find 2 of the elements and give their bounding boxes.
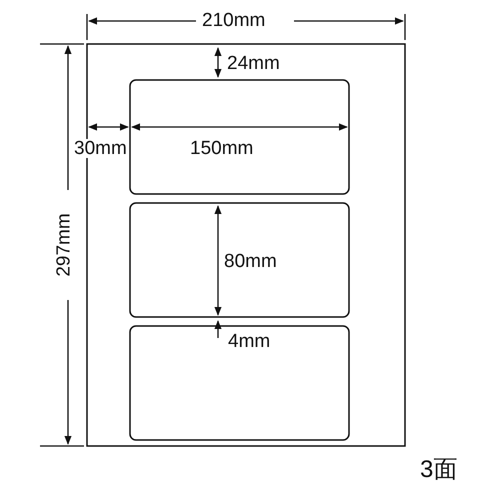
label-count: 3面 bbox=[420, 458, 458, 482]
dimension-label: 30mm bbox=[74, 139, 127, 158]
